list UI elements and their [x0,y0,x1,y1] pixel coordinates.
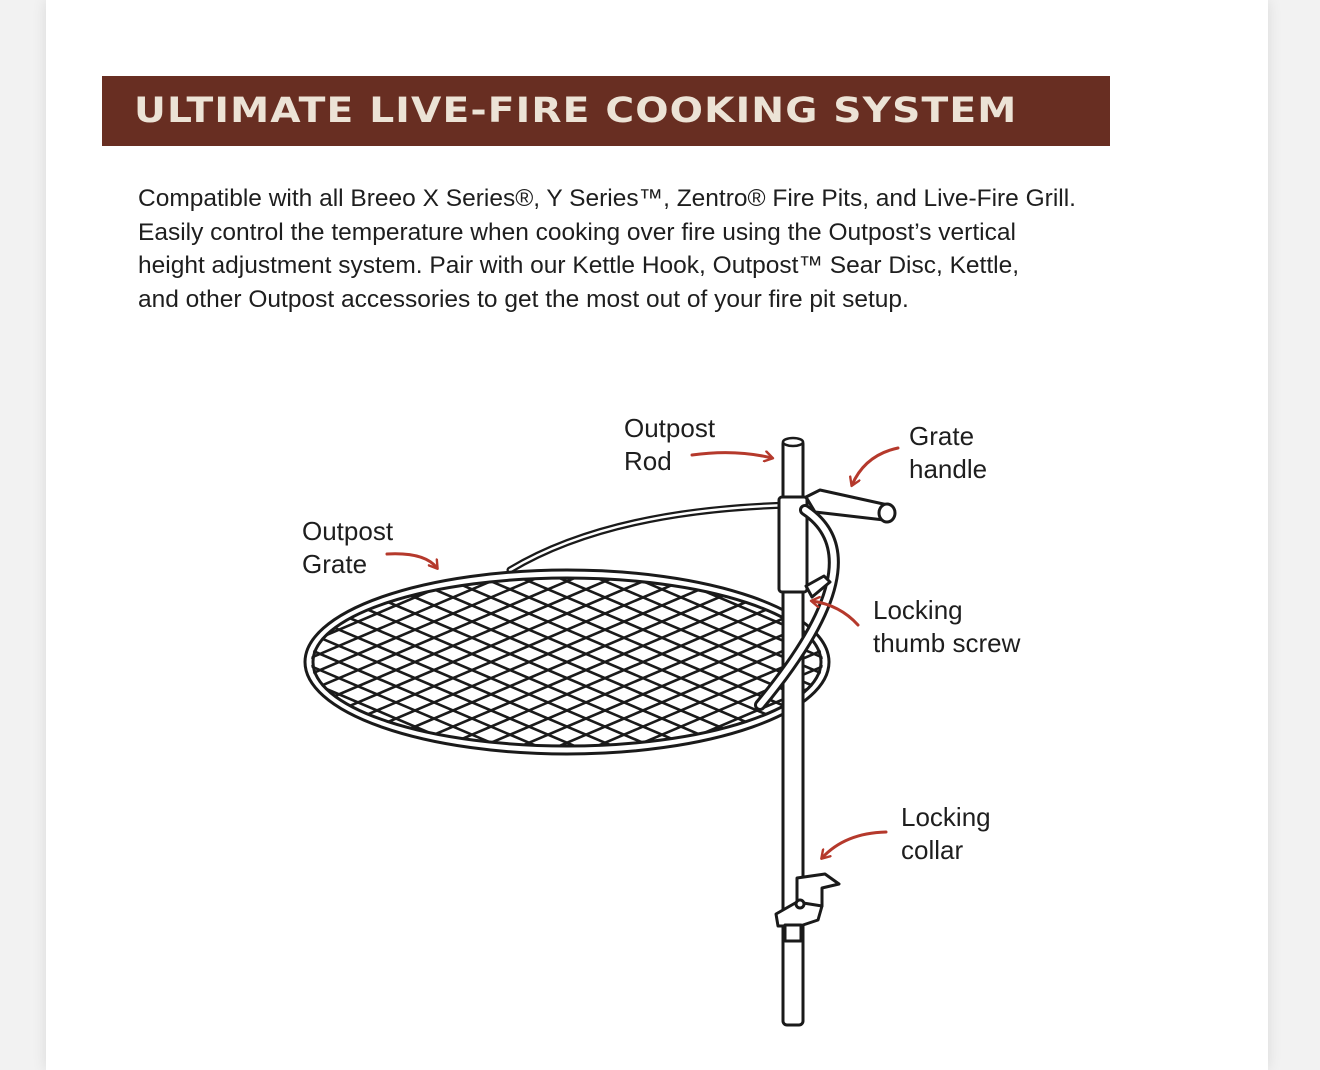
callout-arrows [385,446,900,858]
grate-wire [311,578,823,746]
grate-wire [546,578,823,746]
grate-wire [318,578,823,746]
arrow-thumb-screw [812,601,860,627]
grate-wire [470,578,823,746]
description-line: height adjustment system. Pair with our … [138,252,1020,279]
grate-wire [311,578,474,746]
description-line: Compatible with all Breeo X Series®, Y S… [138,185,1076,212]
grate-wire [311,578,740,746]
grate-wire [311,578,823,746]
product-description: Compatible with all Breeo X Series®, Y S… [138,182,1198,316]
title-banner: ULTIMATE LIVE-FIRE COOKING SYSTEM [102,76,1110,146]
grate-wire [622,578,823,746]
grate-mesh [311,578,823,746]
grate-wire [311,578,823,746]
label-outpost-grate: Outpost Grate [302,516,394,579]
grate-wire [546,578,823,746]
grate-wire [311,578,550,746]
grate-wire [311,578,823,746]
arrow-outpost-grate [385,552,437,568]
arrow-locking-collar [822,830,888,858]
grate-rim [303,568,831,756]
content-card: ULTIMATE LIVE-FIRE COOKING SYSTEM Compat… [46,0,1268,1070]
grate-wire [508,578,823,746]
grate-wire [311,578,512,746]
grate-wire [311,578,823,746]
grate-wire [508,578,823,746]
grate-wire [311,578,588,746]
grate-back-rim [506,501,794,574]
label-grate-handle: Grate handle [909,421,988,484]
grate-wire [311,578,816,746]
grate-wire [311,578,512,746]
arrow-outpost-rod [690,453,772,458]
description-line: Easily control the temperature when cook… [138,218,1016,246]
grate-wire [584,578,823,746]
grate-wire [311,578,778,746]
grate-wire [311,578,550,746]
grate-wire [311,578,474,746]
grate-wire [311,578,588,746]
label-locking-collar: Locking collar [901,802,991,865]
arrow-grate-handle [852,446,900,485]
grate-wire [622,578,823,746]
grate-wire [356,578,823,746]
grate-wire [584,578,823,746]
page-title: ULTIMATE LIVE-FIRE COOKING SYSTEM [134,91,1018,131]
description-line: and other Outpost accessories to get the… [138,285,909,313]
label-thumb-screw: Locking thumb screw [873,595,1021,658]
grate-sleeve [777,495,809,594]
label-outpost-rod: Outpost Rod [624,413,716,476]
grate-wire [311,578,823,746]
grate-wire [470,578,823,746]
locking-collar [774,872,841,943]
thumb-screw [804,574,832,599]
grate-wire [311,578,823,746]
